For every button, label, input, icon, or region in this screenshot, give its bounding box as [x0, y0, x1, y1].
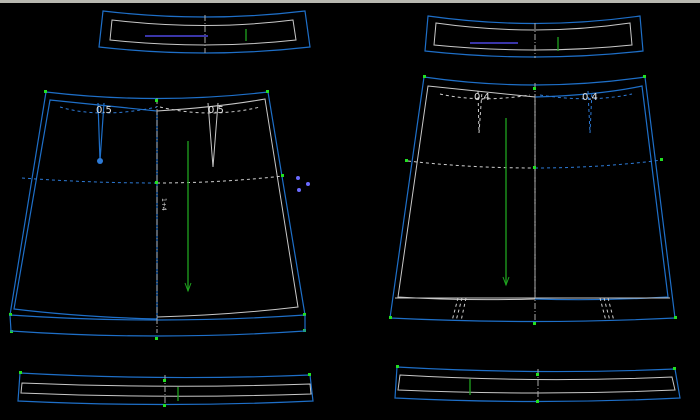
front-skirt-piece[interactable]: 0.5 0.5 1+4: [9, 90, 310, 340]
hem-band-piece-right[interactable]: [394, 365, 681, 403]
center-label: 1+4: [160, 198, 167, 211]
arrow-down-icon: [184, 282, 192, 293]
dart-label: 0.4: [582, 92, 598, 103]
hem-band-piece-left[interactable]: [17, 371, 314, 408]
waistband-piece-left[interactable]: [98, 10, 311, 54]
dart-label: 0.5: [96, 105, 112, 116]
back-skirt-piece[interactable]: 0.4 0.4: [389, 75, 677, 325]
control-point-icon[interactable]: [97, 158, 103, 164]
dart-label: 0.5: [208, 105, 224, 116]
dart-label: 0.4: [474, 92, 490, 103]
pattern-drawing[interactable]: 0.5 0.5 1+4 0.4 0.4: [0, 3, 700, 420]
waistband-piece-right[interactable]: [424, 15, 644, 58]
arrow-down-icon: [502, 276, 510, 287]
